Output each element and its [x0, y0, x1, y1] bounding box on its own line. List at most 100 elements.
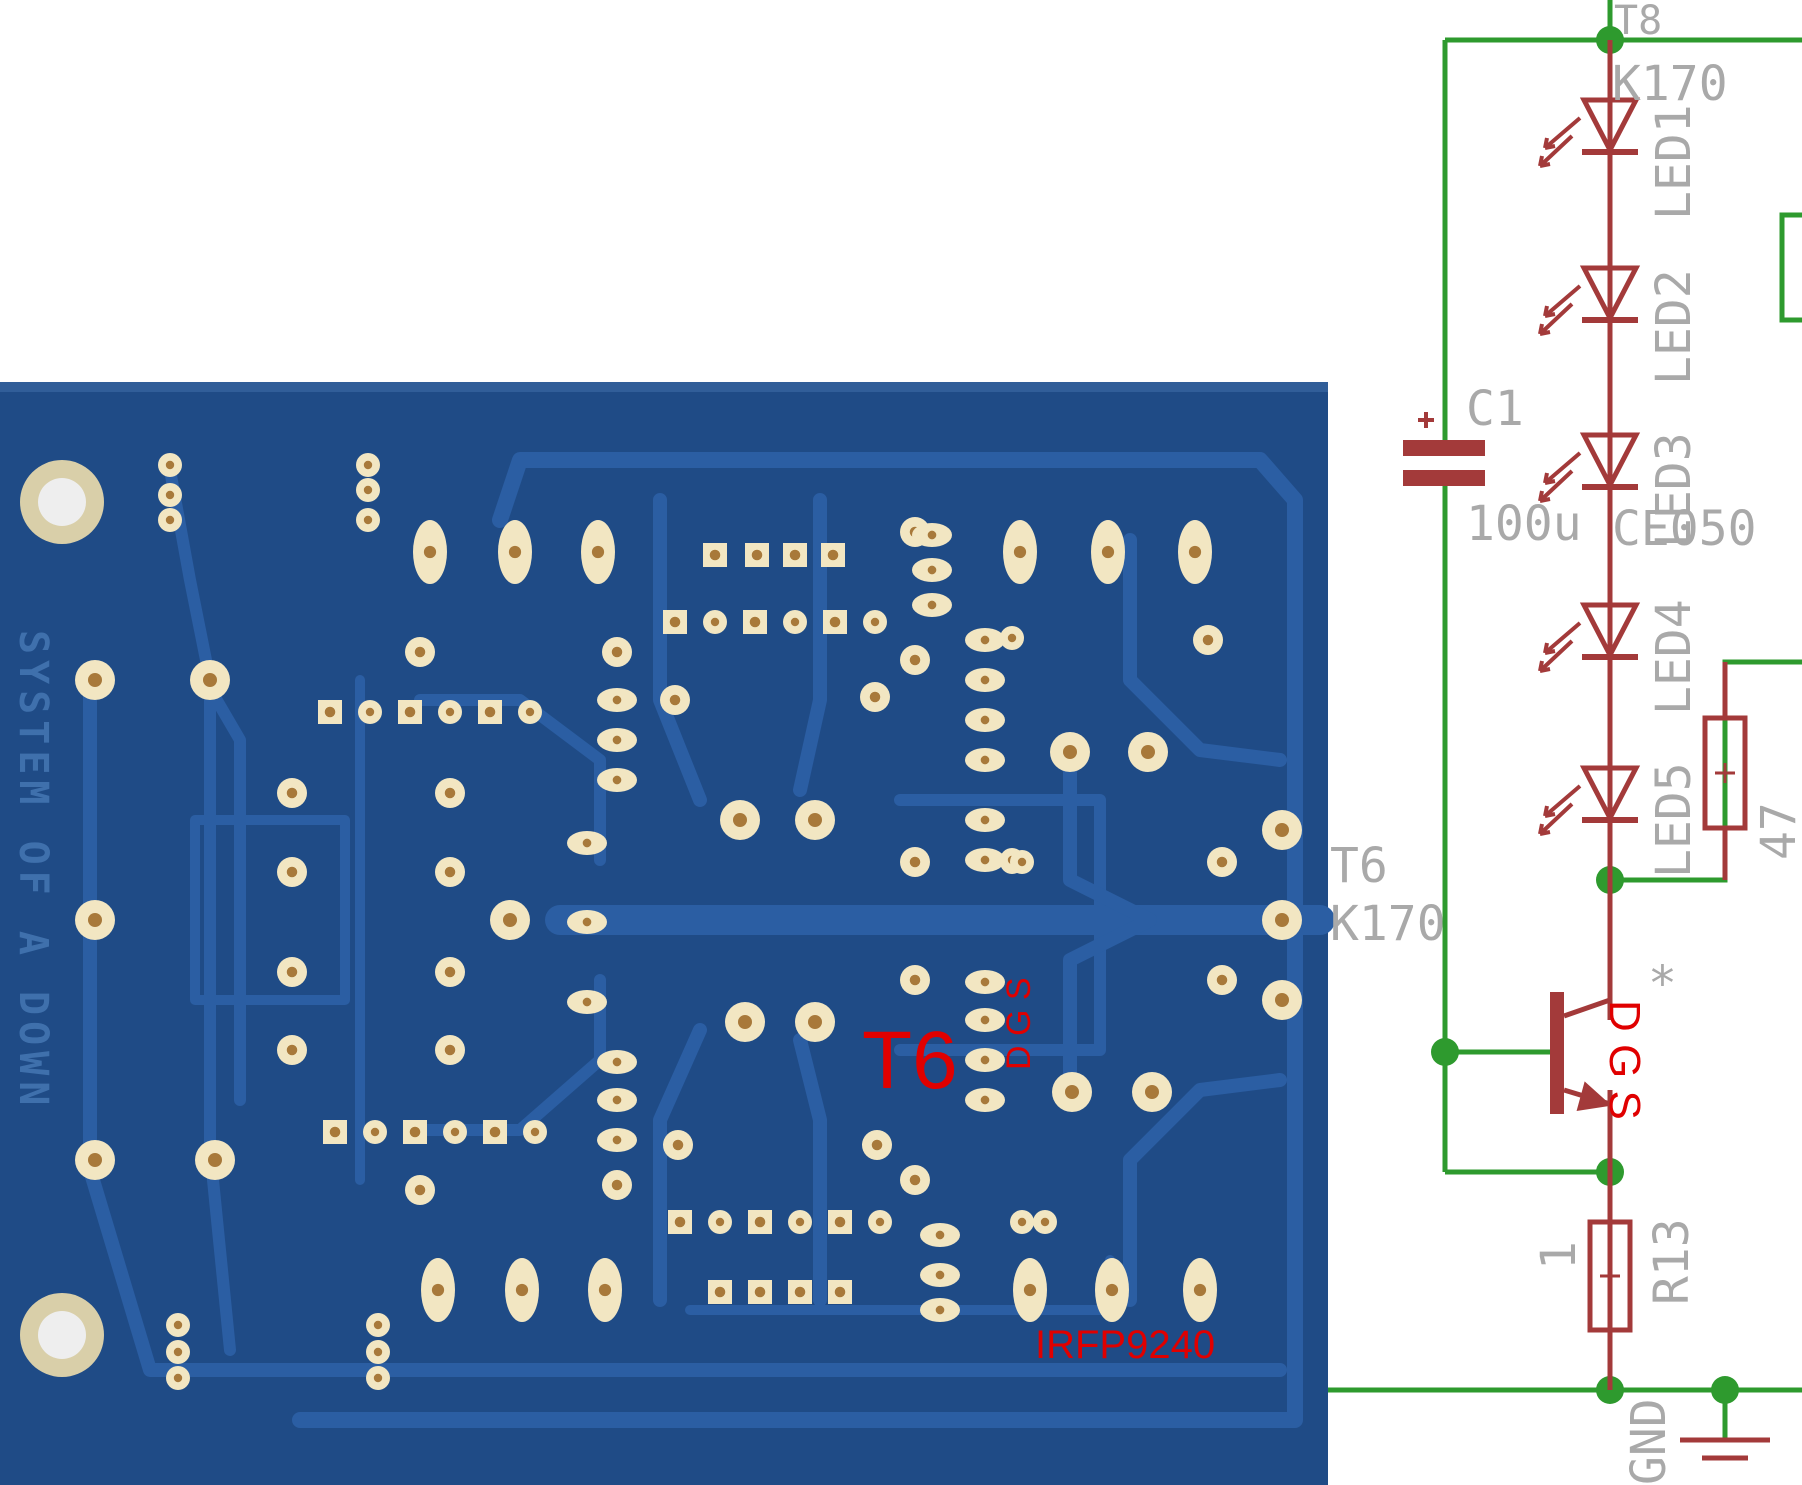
pad-hole — [789, 549, 801, 561]
transistor-symbol — [1550, 990, 1613, 1172]
pad-hole — [370, 1127, 380, 1137]
pad-hole — [1023, 1283, 1037, 1297]
pad-hole — [980, 815, 990, 825]
pad-hole — [173, 1320, 183, 1330]
pcb-pin-labels: D G S — [1000, 977, 1038, 1070]
pad-hole — [1105, 1283, 1119, 1297]
pad-hole — [414, 646, 426, 658]
pad-hole — [980, 675, 990, 685]
pad-hole — [909, 856, 921, 868]
pad-hole — [591, 545, 605, 559]
pad-hole — [484, 706, 496, 718]
pad-hole — [669, 616, 681, 628]
led-symbol — [1538, 602, 1641, 673]
led-overlap-value: CE050 — [1612, 501, 1757, 557]
pad-hole — [444, 787, 456, 799]
pad-hole — [431, 1283, 445, 1297]
led5-label: LED5 — [1646, 762, 1702, 878]
pad-hole — [980, 1095, 990, 1105]
led2-label: LED2 — [1646, 269, 1702, 385]
pad-hole — [927, 530, 937, 540]
pad-hole — [927, 565, 937, 575]
pad-hole — [208, 1153, 222, 1167]
pad-hole — [444, 966, 456, 978]
board-edge — [0, 382, 1328, 392]
r13-ref: R13 — [1644, 1218, 1700, 1305]
pad-hole — [404, 706, 416, 718]
top-transistor-value: K170 — [1612, 56, 1728, 112]
pad-hole — [612, 1095, 622, 1105]
pad-hole — [733, 813, 747, 827]
mounting-hole — [20, 1293, 104, 1377]
r13-value: 1 — [1531, 1241, 1587, 1270]
pad-hole — [980, 855, 990, 865]
pad-hole — [444, 866, 456, 878]
pad-hole — [515, 1283, 529, 1297]
pad-hole — [373, 1347, 383, 1357]
top-transistor-ref: T8 — [1614, 0, 1662, 44]
capacitor-ref: C1 — [1466, 381, 1524, 437]
pcb-part-label: IRFP9240 — [1035, 1323, 1215, 1367]
pad-hole — [875, 1217, 885, 1227]
pad-hole — [88, 673, 102, 687]
pad-hole — [935, 1305, 945, 1315]
pad-hole — [612, 1135, 622, 1145]
pad-hole — [749, 616, 761, 628]
pad-hole — [489, 1126, 501, 1138]
pad-hole — [715, 1217, 725, 1227]
pad-hole — [582, 997, 592, 1007]
pad-hole — [935, 1270, 945, 1280]
pad-hole — [794, 1286, 806, 1298]
pad-hole — [612, 735, 622, 745]
resistor-47-value: 47 — [1751, 802, 1802, 860]
ground-label: GND — [1621, 1398, 1677, 1485]
pad-hole — [598, 1283, 612, 1297]
pad-hole — [980, 1015, 990, 1025]
pad-hole — [611, 1179, 623, 1191]
pad-hole — [1101, 545, 1115, 559]
pad-hole — [808, 813, 822, 827]
pad-hole — [1040, 1217, 1050, 1227]
pad-hole — [754, 1286, 766, 1298]
pad-hole — [674, 1216, 686, 1228]
led-symbol — [1538, 765, 1641, 836]
pad-hole — [1193, 1283, 1207, 1297]
pad-hole — [414, 1184, 426, 1196]
led-symbol — [1538, 265, 1641, 336]
pad-hole — [827, 549, 839, 561]
pad-hole — [790, 617, 800, 627]
pad-hole — [869, 691, 881, 703]
pad-hole — [1188, 545, 1202, 559]
pad-hole — [714, 1286, 726, 1298]
pad-hole — [909, 1174, 921, 1186]
pad-hole — [173, 1373, 183, 1383]
pad-hole — [808, 1015, 822, 1029]
led-string — [1538, 97, 1641, 836]
capacitor-value: 100u — [1466, 496, 1582, 552]
pad-hole — [1275, 913, 1289, 927]
pad-hole — [173, 1347, 183, 1357]
pad-hole — [1141, 745, 1155, 759]
pad-hole — [373, 1373, 383, 1383]
pad-hole — [710, 617, 720, 627]
resistor-r13 — [1587, 1219, 1633, 1333]
resistor-47 — [1702, 662, 1748, 880]
pad-hole — [324, 706, 336, 718]
pad-hole — [754, 1216, 766, 1228]
pad-hole — [909, 654, 921, 666]
led-symbol — [1538, 432, 1641, 503]
schematic-pin-labels: D G S — [1600, 1000, 1649, 1120]
schematic: T8 K170 LED1 LED2 LED3 CE050 LED4 LED5 C… — [1328, 0, 1802, 1485]
ground-symbol — [1680, 1437, 1770, 1461]
pad-hole — [672, 1139, 684, 1151]
pad-hole — [363, 485, 373, 495]
pad-hole — [870, 617, 880, 627]
pad-hole — [834, 1216, 846, 1228]
pad-hole — [795, 1217, 805, 1227]
pad-hole — [709, 549, 721, 561]
pad-hole — [1065, 1085, 1079, 1099]
capacitor-c1 — [1403, 408, 1485, 500]
pad-hole — [365, 707, 375, 717]
pad-hole — [445, 707, 455, 717]
